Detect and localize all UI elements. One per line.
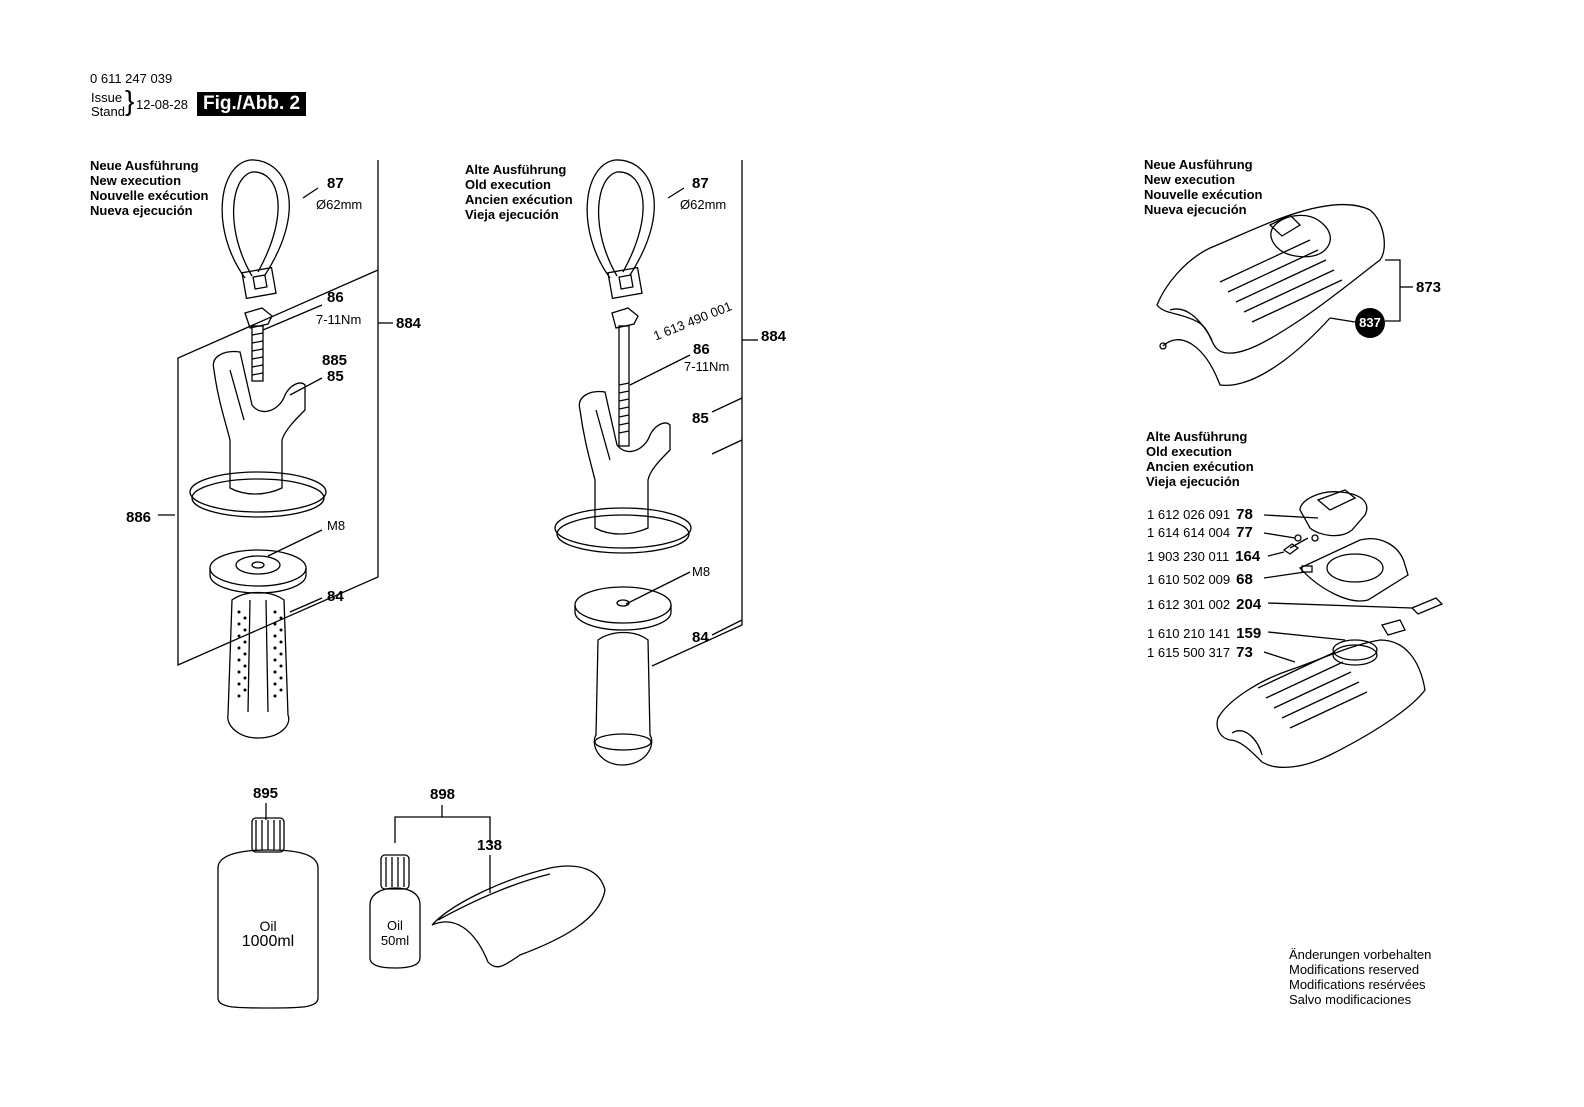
bolt-86-new bbox=[244, 307, 273, 382]
oil-bottle-1000ml bbox=[217, 817, 319, 1009]
torque-new: 7-11Nm bbox=[316, 312, 362, 327]
ref-84-new: 84 bbox=[327, 588, 344, 605]
cap-78 bbox=[1299, 489, 1368, 537]
grip-84-old bbox=[593, 631, 653, 766]
ref-873: 873 bbox=[1416, 279, 1442, 296]
ref-884-old: 884 bbox=[761, 328, 787, 345]
ref-87-old: 87 bbox=[692, 175, 709, 192]
ref-895: 895 bbox=[253, 785, 279, 802]
m8-new: M8 bbox=[327, 518, 346, 533]
ref-837-circle: 837 bbox=[1355, 308, 1385, 338]
figure-badge: Fig./Abb. 2 bbox=[197, 92, 307, 116]
bracket-884-new bbox=[177, 160, 379, 666]
washer-m8-old bbox=[574, 586, 672, 631]
ref-138: 138 bbox=[477, 837, 503, 854]
oil-bottle-50ml bbox=[369, 854, 421, 969]
issue-label: Issue bbox=[91, 90, 123, 105]
pin-77 bbox=[1294, 534, 1319, 542]
ref-86-new: 86 bbox=[327, 289, 344, 306]
ref-85-new: 85 bbox=[327, 368, 344, 385]
grip-84-new bbox=[227, 591, 290, 739]
cover-new bbox=[1156, 203, 1385, 386]
m8-old: M8 bbox=[692, 564, 711, 579]
bolt-86-old bbox=[611, 307, 639, 447]
bracket-884-old bbox=[651, 160, 758, 667]
holder-85-new bbox=[189, 350, 327, 518]
plate-68 bbox=[1298, 538, 1409, 602]
brace-symbol: } bbox=[125, 85, 135, 116]
dim-62mm-old: Ø62mm bbox=[680, 197, 727, 212]
strap-87-old bbox=[586, 159, 655, 300]
strap-87-new bbox=[221, 159, 290, 300]
ref-884-new: 884 bbox=[396, 315, 422, 332]
ref-85-old: 85 bbox=[692, 410, 709, 427]
issue-date: 12-08-28 bbox=[136, 97, 189, 112]
ref-898: 898 bbox=[430, 786, 456, 803]
ref-86-old: 86 bbox=[693, 341, 710, 358]
label-204 bbox=[1410, 597, 1444, 615]
ref-885-new: 885 bbox=[322, 352, 348, 369]
part-number: 0 611 247 039 bbox=[90, 71, 173, 86]
seal-138 bbox=[431, 865, 606, 968]
ref-886-new: 886 bbox=[126, 509, 152, 526]
holder-85-old bbox=[554, 390, 692, 554]
dim-62mm-new: Ø62mm bbox=[316, 197, 363, 212]
washer-m8-new bbox=[209, 549, 307, 594]
spring-164 bbox=[1282, 537, 1309, 555]
cover-old-73 bbox=[1216, 619, 1426, 768]
ref-84-old: 84 bbox=[692, 629, 709, 646]
torque-old: 7-11Nm bbox=[684, 359, 730, 374]
ref-87-new: 87 bbox=[327, 175, 344, 192]
stand-label: Stand bbox=[91, 104, 125, 119]
